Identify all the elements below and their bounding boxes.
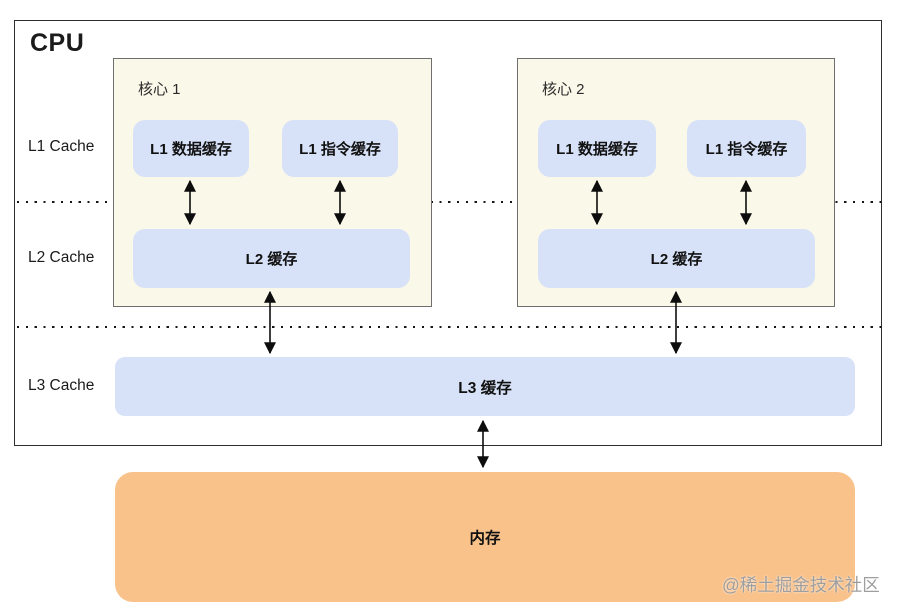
row-label-l2-cache: L2 Cache — [28, 249, 95, 266]
core-1-l2-cache-box: L2 缓存 — [133, 229, 410, 288]
core-1-l1-instruction-cache-box: L1 指令缓存 — [282, 120, 398, 177]
core-2-l1-data-cache-box: L1 数据缓存 — [538, 120, 656, 177]
l3-cache-box: L3 缓存 — [115, 357, 855, 416]
divider-l1-l2-dotted-line — [17, 201, 882, 204]
core-2-l1-instruction-cache-box: L1 指令缓存 — [687, 120, 806, 177]
row-label-l3-cache: L3 Cache — [28, 377, 95, 394]
cpu-title: CPU — [30, 29, 85, 57]
core-1-l1-data-cache-box: L1 数据缓存 — [133, 120, 249, 177]
memory-box: 内存 — [115, 472, 855, 602]
core-1-label: 核心 1 — [138, 81, 181, 98]
core-2-l2-cache-box: L2 缓存 — [538, 229, 815, 288]
row-label-l1-cache: L1 Cache — [28, 138, 95, 155]
watermark: @稀土掘金技术社区 — [722, 575, 880, 595]
divider-l2-l3-dotted-line — [17, 326, 882, 329]
core-2-label: 核心 2 — [542, 81, 585, 98]
